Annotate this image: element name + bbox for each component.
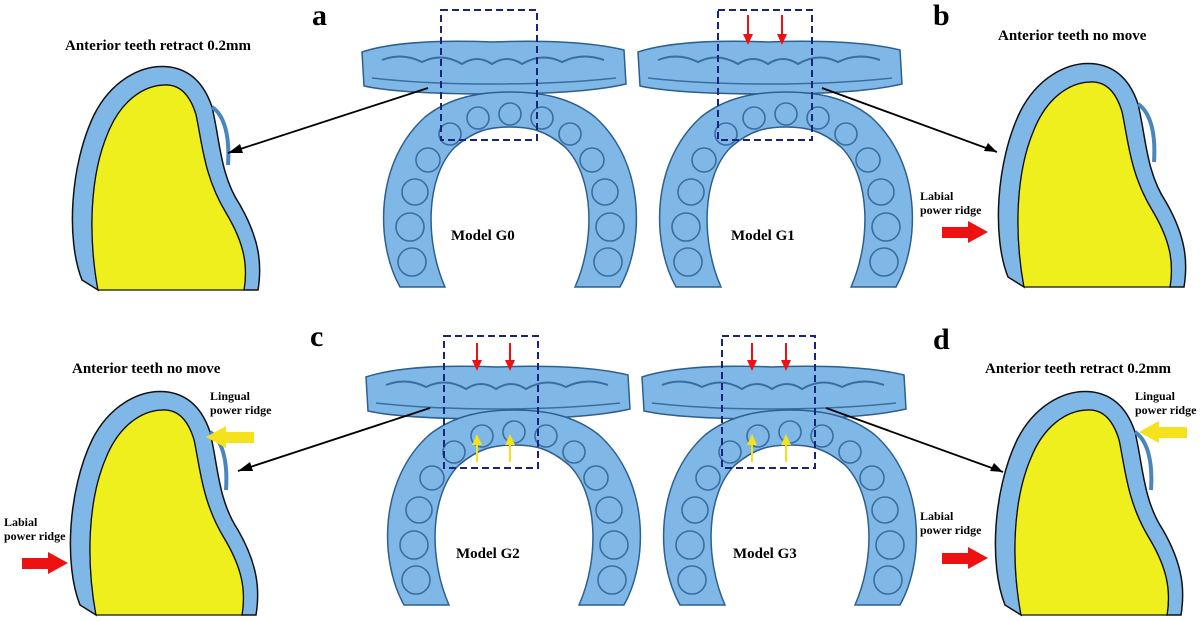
lower-arch-g2 — [386, 409, 642, 606]
cross-section-c — [68, 389, 260, 617]
focus-box-g0 — [440, 9, 538, 141]
model-label-g0: Model G0 — [451, 228, 515, 244]
red-arrow-upper-g1-2 — [777, 15, 787, 45]
red-arrow-upper-g3-1 — [747, 343, 757, 371]
lingual-label-d-line2: power ridge — [1135, 403, 1197, 417]
labial-label-c-line2: power ridge — [4, 529, 66, 543]
labial-label-b-line2: power ridge — [920, 203, 982, 217]
upper-aligner-g1 — [637, 40, 903, 95]
focus-box-g3 — [721, 335, 816, 469]
red-arrow-upper-g2-1 — [472, 343, 482, 371]
yellow-arrow-lower-g3-2 — [781, 434, 791, 462]
caption-a: Anterior teeth retract 0.2mm — [65, 38, 252, 54]
labial-power-ridge-arrow-b — [942, 221, 988, 243]
yellow-arrow-lower-g2-2 — [505, 434, 515, 462]
labial-label-d-line1: Labial — [920, 509, 954, 523]
labial-label-c-line1: Labial — [4, 515, 38, 529]
caption-c: Anterior teeth no move — [72, 361, 221, 377]
panel-letter-c: c — [310, 320, 323, 353]
pointer-arrowhead-d — [990, 463, 1003, 472]
panel-letter-d: d — [933, 323, 950, 356]
upper-aligner-g0 — [361, 40, 627, 95]
labial-power-ridge-arrow-d — [942, 547, 988, 569]
labial-label-d-line2: power ridge — [920, 523, 982, 537]
focus-box-g1 — [717, 9, 813, 141]
model-label-g2: Model G2 — [456, 546, 520, 562]
lingual-label-d-line1: Lingual — [1135, 389, 1176, 403]
yellow-arrow-lower-g2-1 — [472, 434, 482, 462]
lingual-label-c-line1: Lingual — [210, 389, 251, 403]
focus-box-g2 — [443, 335, 539, 469]
model-label-g1: Model G1 — [731, 228, 795, 244]
red-arrow-upper-g3-2 — [781, 343, 791, 371]
labial-power-ridge-arrow-c — [22, 552, 68, 574]
lower-arch-g1 — [658, 91, 914, 288]
lingual-power-ridge-arrow-d — [1139, 421, 1187, 443]
cross-section-a — [70, 64, 262, 292]
caption-d: Anterior teeth retract 0.2mm — [985, 361, 1172, 377]
panel-letter-b: b — [933, 0, 950, 32]
red-arrow-upper-g2-2 — [505, 343, 515, 371]
caption-b: Anterior teeth no move — [998, 28, 1147, 44]
labial-label-b-line1: Labial — [920, 189, 954, 203]
pointer-arrow-c — [237, 407, 431, 472]
pointer-arrow-d — [825, 407, 1004, 473]
pointer-arrowhead-c — [238, 462, 253, 471]
cross-section-b — [996, 61, 1188, 290]
panel-letter-a: a — [312, 0, 327, 32]
pointer-arrowhead-a — [228, 144, 243, 153]
pointer-arrow-a — [227, 87, 429, 154]
lower-arch-g3 — [662, 409, 918, 606]
model-label-g3: Model G3 — [733, 546, 797, 562]
lower-arch-g0 — [382, 91, 638, 288]
lingual-power-ridge-arrow-c — [206, 426, 254, 448]
yellow-arrow-lower-g3-1 — [747, 434, 757, 462]
lingual-label-c-line2: power ridge — [210, 403, 272, 417]
pointer-arrow-b — [821, 87, 998, 153]
pointer-arrowhead-b — [984, 143, 997, 152]
red-arrow-upper-g1-1 — [743, 15, 753, 45]
